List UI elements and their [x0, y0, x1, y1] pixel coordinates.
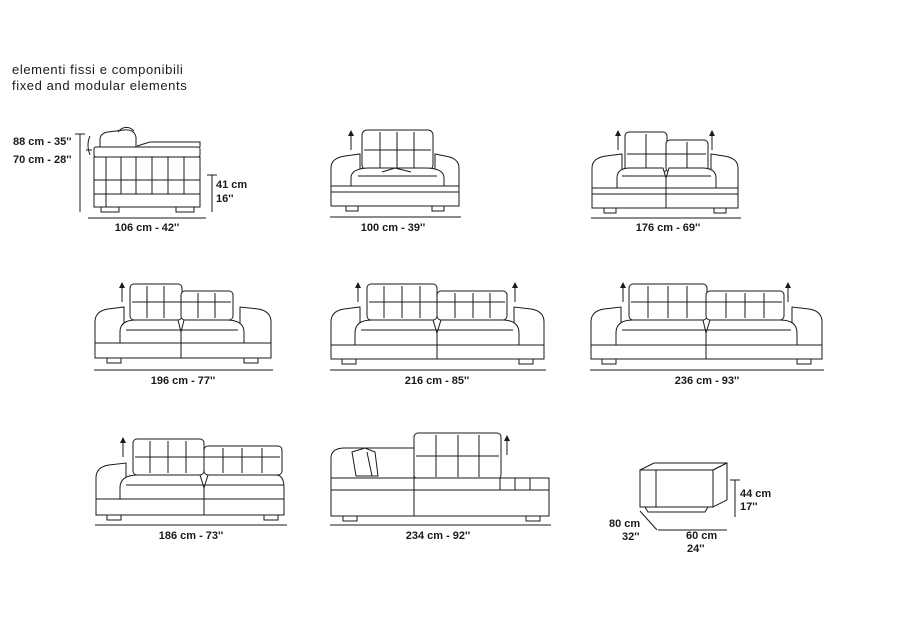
width-label-sofa-176: 176 cm - 69'' — [636, 222, 701, 234]
width-label-sofa-186: 186 cm - 73'' — [159, 530, 224, 542]
pouf-height-cm: 44 cm — [740, 488, 771, 500]
height-high-label: 88 cm - 35'' — [13, 136, 72, 148]
width-label-armchair: 100 cm - 39'' — [361, 222, 426, 234]
seat-height-in-label: 16'' — [216, 193, 234, 205]
module-sofa-236: 236 cm - 93'' — [590, 282, 824, 387]
title-italian: elementi fissi e componibili — [12, 62, 184, 77]
module-sofa-216: 216 cm - 85'' — [330, 282, 546, 387]
width-label-armchair-side: 106 cm - 42'' — [115, 222, 180, 234]
pouf-width-cm: 60 cm — [686, 530, 717, 542]
seat-height-cm-label: 41 cm — [216, 179, 247, 191]
width-label-sofa-236: 236 cm - 93'' — [675, 375, 740, 387]
pouf-width-in: 24'' — [687, 543, 705, 555]
pouf-depth-in: 32'' — [622, 531, 640, 543]
module-sofa-176: 176 cm - 69'' — [591, 130, 741, 234]
width-label-sofa-216: 216 cm - 85'' — [405, 375, 470, 387]
module-sofa-234: 234 cm - 92'' — [330, 432, 551, 542]
title-english: fixed and modular elements — [12, 78, 188, 93]
height-low-label: 70 cm - 28'' — [13, 154, 72, 166]
module-pouf: 44 cm 17'' 80 cm 32'' 60 cm 24'' — [609, 462, 771, 555]
module-sofa-196: 196 cm - 77'' — [94, 282, 273, 387]
module-armchair-side: 106 cm - 42'' 88 cm - 35'' 70 cm - 28'' … — [13, 126, 247, 234]
module-sofa-186: 186 cm - 73'' — [95, 437, 287, 542]
pouf-depth-cm: 80 cm — [609, 518, 640, 530]
width-label-sofa-196: 196 cm - 77'' — [151, 375, 216, 387]
pouf-height-in: 17'' — [740, 501, 758, 513]
module-armchair: 100 cm - 39'' — [330, 129, 461, 234]
width-label-sofa-234: 234 cm - 92'' — [406, 530, 471, 542]
